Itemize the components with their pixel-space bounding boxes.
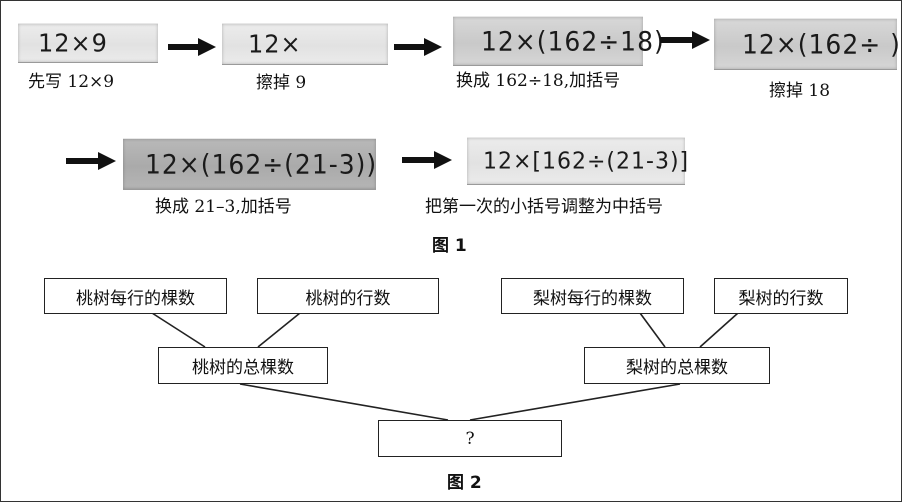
step-1-caption: 先写 12×9 [28, 72, 115, 92]
step-3-expression: 12×(162÷18) [481, 25, 665, 57]
right-arrow-icon [402, 151, 452, 169]
step-6-expression: 12×[162÷(21-3)] [483, 147, 690, 175]
connector-peach-total [239, 383, 449, 421]
right-arrow-icon [66, 152, 116, 170]
figure-1-title: 图 1 [432, 236, 467, 256]
step-4-expression: 12×(162÷ ) [742, 28, 901, 60]
step-6-strip: 12×[162÷(21-3)] [467, 137, 688, 185]
right-arrow-icon [394, 38, 442, 56]
step-3-strip: 12×(162÷18) [453, 16, 664, 66]
right-arrow-icon [660, 31, 710, 49]
step-3-caption: 换成 162÷18,加括号 [456, 71, 621, 91]
connector-pear-total [469, 383, 681, 421]
box-peach-per-row: 桃树每行的棵数 [44, 278, 227, 314]
box-peach-rows: 桃树的行数 [257, 278, 439, 314]
step-1-strip: 12×9 [18, 23, 158, 63]
connector-peach-rows [257, 312, 301, 348]
step-6-caption: 把第一次的小括号调整为中括号 [425, 197, 663, 217]
box-pear-per-row: 梨树每行的棵数 [501, 278, 684, 314]
box-pear-total: 梨树的总棵数 [584, 347, 770, 384]
step-5-strip: 12×(162÷(21-3)) [123, 138, 376, 190]
connector-pear-rows [699, 312, 739, 348]
step-4-strip: 12×(162÷ ) [714, 18, 900, 70]
step-2-caption: 擦掉 9 [256, 73, 307, 93]
figure-2-title: 图 2 [447, 473, 482, 493]
step-2-expression: 12× [248, 29, 302, 59]
connector-pear-per-row [639, 312, 666, 348]
right-arrow-icon [168, 38, 216, 56]
box-question: ? [378, 420, 562, 457]
box-pear-rows: 梨树的行数 [714, 278, 848, 314]
step-1-expression: 12×9 [38, 28, 108, 58]
step-5-caption: 换成 21–3,加括号 [155, 197, 292, 217]
step-2-strip: 12× [222, 23, 388, 65]
connector-peach-per-row [151, 312, 206, 348]
step-5-expression: 12×(162÷(21-3)) [145, 148, 378, 180]
box-peach-total: 桃树的总棵数 [158, 347, 328, 384]
step-4-caption: 擦掉 18 [769, 81, 831, 101]
